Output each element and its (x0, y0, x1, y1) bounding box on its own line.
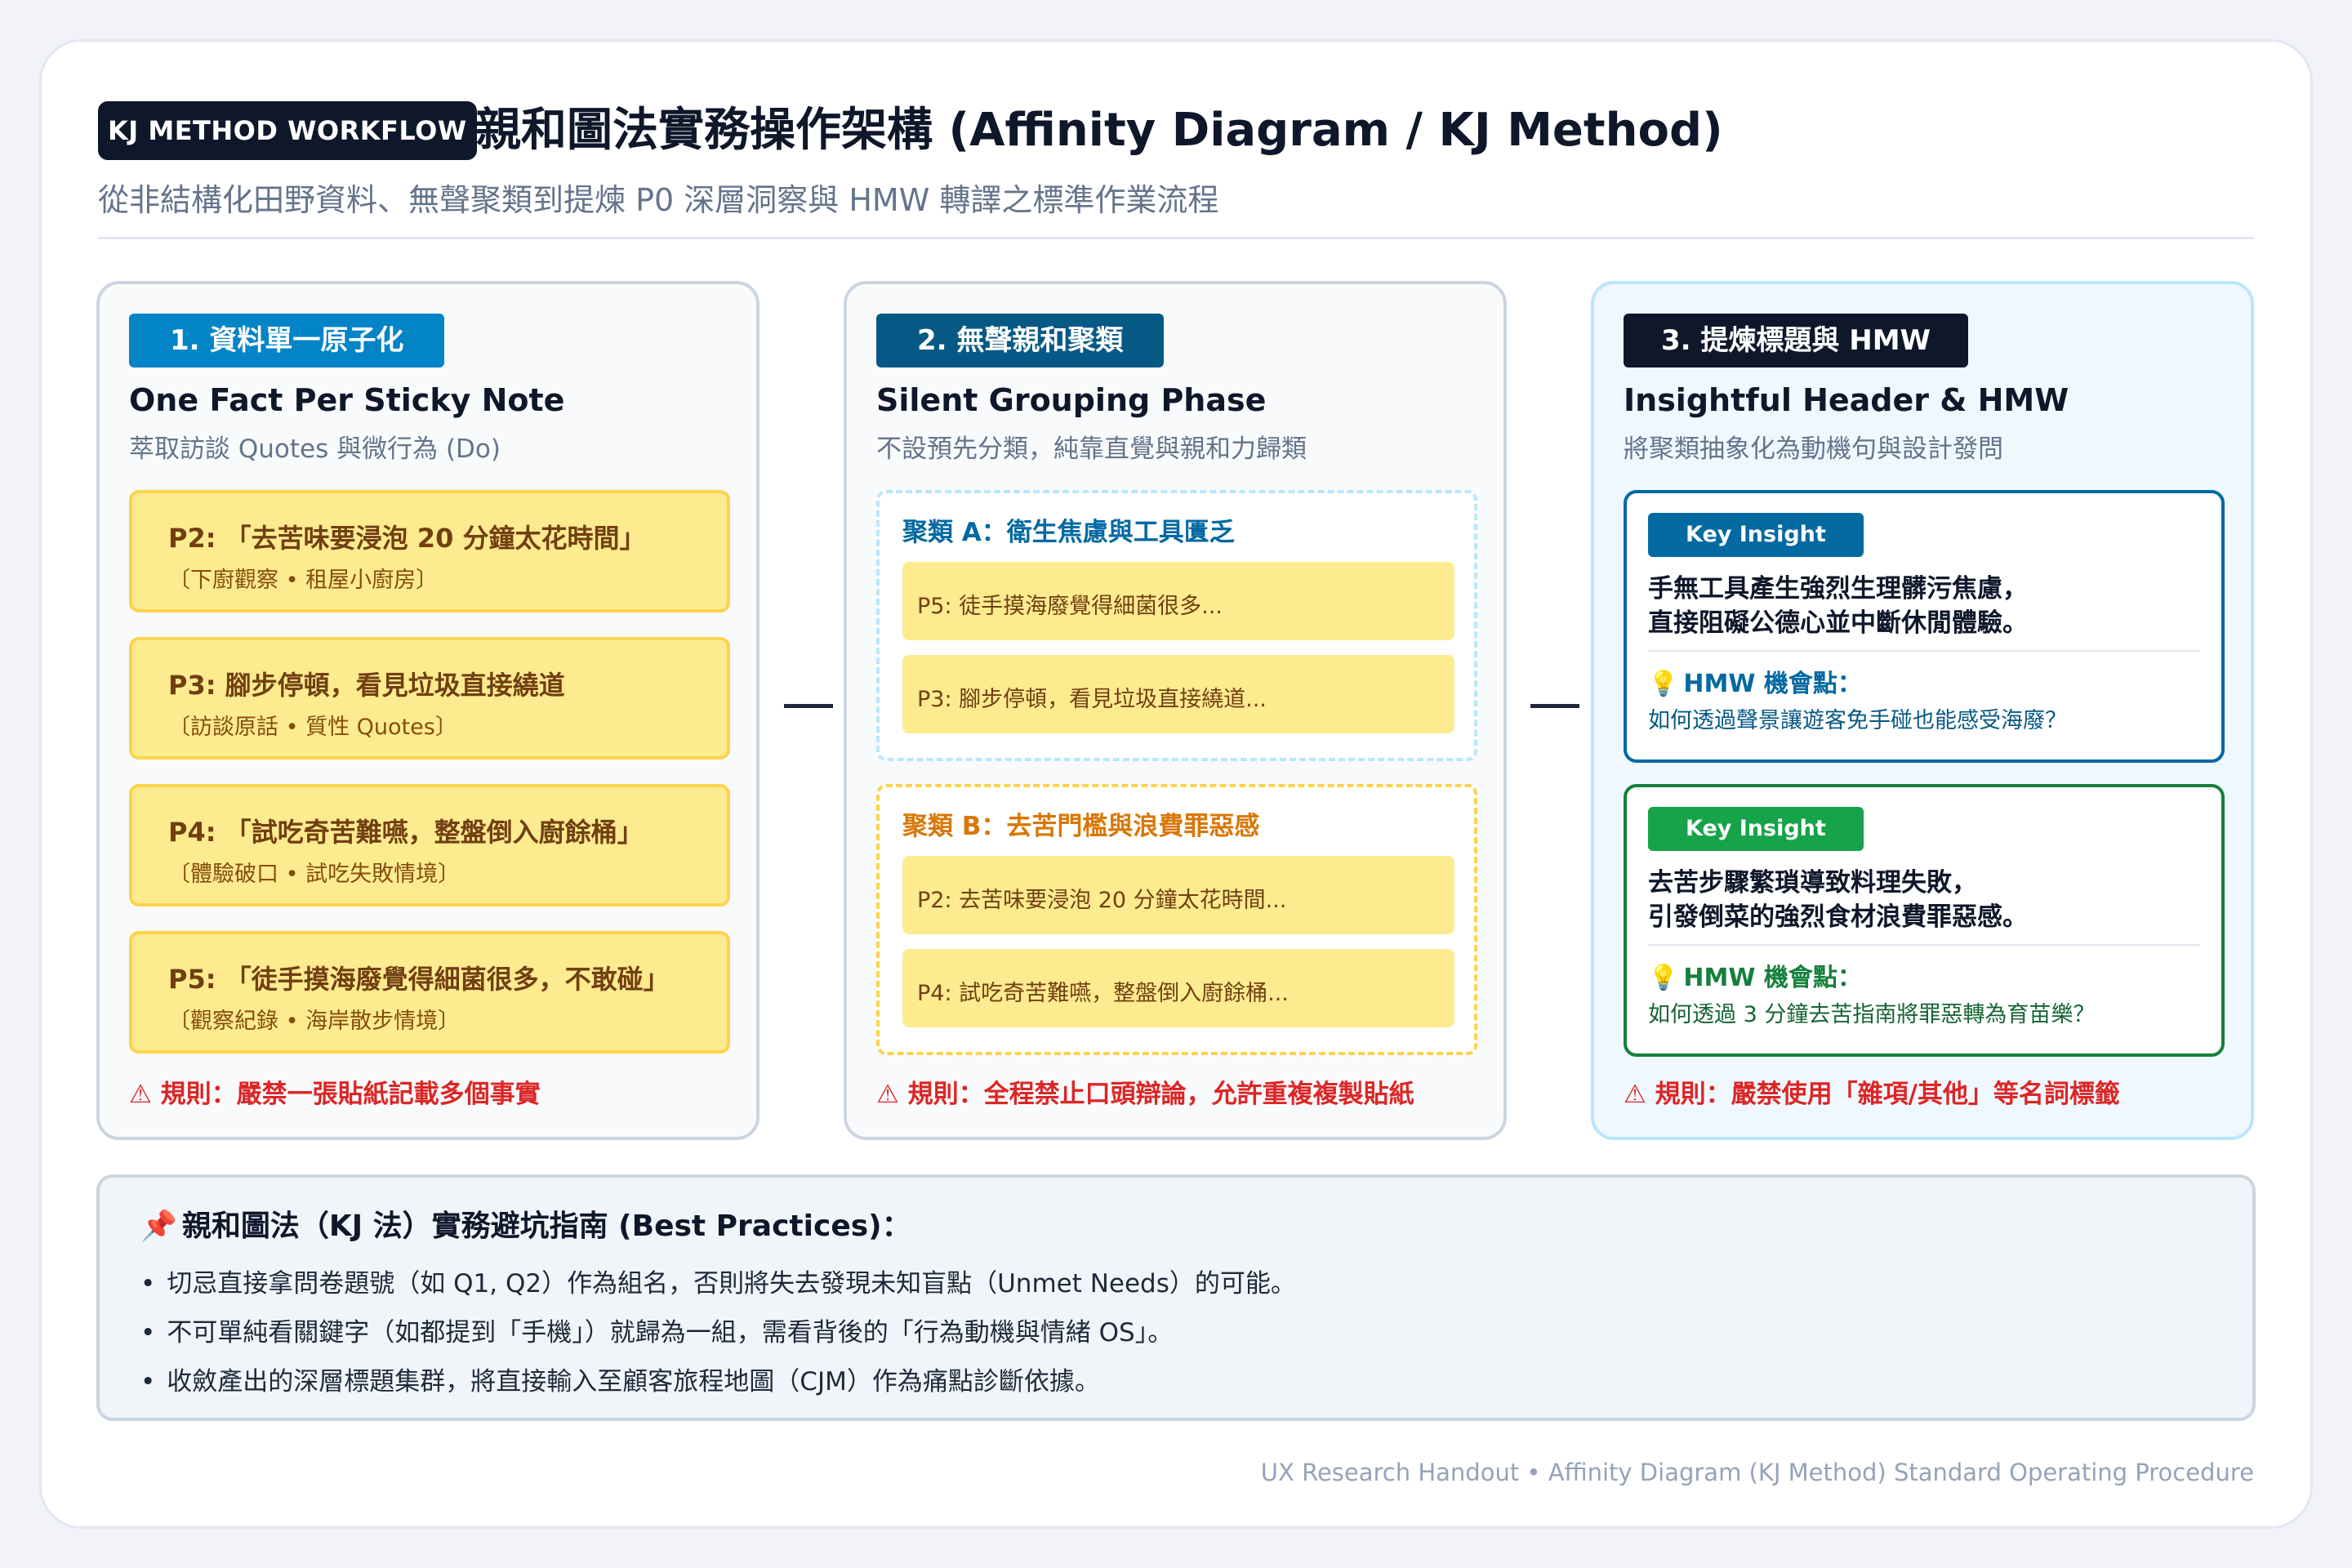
method-badge: KJ METHOD WORKFLOW (98, 101, 477, 160)
step-1-label: 1. 資料單一原子化 (129, 314, 445, 368)
list-item: 切忌直接拿問卷題號（如 Q1, Q2）作為組名，否則將失去發現未知盲點（Unme… (140, 1267, 1296, 1316)
hmw-label-text: HMW 機會點： (1683, 964, 1862, 992)
warning-icon: ⚠ (1624, 1080, 1646, 1109)
header-divider (98, 237, 2254, 239)
step-3-title: Insightful Header & HMW (1624, 382, 2069, 418)
list-item: 收斂產出的深層標題集群，將直接輸入至顧客旅程地圖（CJM）作為痛點診斷依據。 (140, 1365, 1296, 1414)
cluster-a: 聚類 A：衛生焦慮與工具匱乏 P5: 徒手摸海廢覺得細菌很多... P3: 腳步… (876, 490, 1477, 761)
warning-icon: ⚠ (129, 1080, 152, 1109)
sticky-note-source: 〔體驗破口 • 試吃失敗情境〕 (168, 862, 461, 887)
step-1-panel: 1. 資料單一原子化 One Fact Per Sticky Note 萃取訪談… (96, 281, 760, 1140)
cluster-note-text: P2: 去苦味要浸泡 20 分鐘太花時間... (917, 888, 1287, 913)
warning-icon: ⚠ (876, 1080, 899, 1109)
hmw-label-text: HMW 機會點： (1683, 670, 1862, 698)
divider (1648, 650, 2200, 652)
cluster-b: 聚類 B：去苦門檻與浪費罪惡感 P2: 去苦味要浸泡 20 分鐘太花時間... … (876, 784, 1477, 1055)
flow-connector (784, 704, 833, 708)
insight-line: 直接阻礙公德心並中斷休閒體驗。 (1648, 608, 2028, 638)
pushpin-icon: 📌 (140, 1209, 177, 1243)
step-2-label: 2. 無聲親和聚類 (876, 314, 1165, 368)
insight-card: Key Insight 去苦步驟繁瑣導致料理失敗， 引發倒菜的強烈食材浪費罪惡感… (1624, 784, 2225, 1057)
hmw-question: 如何透過聲景讓遊客免手碰也能感受海廢？ (1648, 708, 2067, 733)
sticky-note: P2: 「去苦味要浸泡 20 分鐘太花時間」 〔下廚觀察 • 租屋小廚房〕 (129, 490, 730, 612)
sticky-note-text: P3: 腳步停頓，看見垃圾直接繞道 (168, 670, 565, 701)
insight-card: Key Insight 手無工具產生強烈生理髒污焦慮， 直接阻礙公德心並中斷休閒… (1624, 490, 2225, 763)
insight-line: 手無工具產生強烈生理髒污焦慮， (1648, 574, 2028, 604)
key-insight-badge: Key Insight (1648, 513, 1864, 557)
sticky-note-source: 〔訪談原話 • 質性 Quotes〕 (168, 715, 457, 740)
step-1-rule: ⚠ 規則：嚴禁一張貼紙記載多個事實 (129, 1073, 541, 1110)
sticky-note-source: 〔下廚觀察 • 租屋小廚房〕 (168, 568, 439, 593)
cluster-a-title: 聚類 A：衛生焦慮與工具匱乏 (902, 518, 1235, 547)
sticky-note: P3: 腳步停頓，看見垃圾直接繞道 〔訪談原話 • 質性 Quotes〕 (129, 637, 730, 760)
cluster-note: P4: 試吃奇苦難嚥，整盤倒入廚餘桶... (902, 949, 1454, 1027)
sticky-note-text: P4: 「試吃奇苦難嚥，整盤倒入廚餘桶」 (168, 817, 644, 848)
rule-text: 規則：嚴禁使用「雜項/其他」等名詞標籤 (1655, 1080, 2120, 1109)
cluster-note-text: P5: 徒手摸海廢覺得細菌很多... (917, 594, 1223, 619)
step-2-title: Silent Grouping Phase (876, 382, 1267, 418)
sticky-note: P5: 「徒手摸海廢覺得細菌很多，不敢碰」 〔觀察紀錄 • 海岸散步情境〕 (129, 931, 730, 1054)
insight-text: 手無工具產生強烈生理髒污焦慮， 直接阻礙公德心並中斷休閒體驗。 (1648, 572, 2028, 640)
rule-text: 規則：嚴禁一張貼紙記載多個事實 (160, 1080, 541, 1109)
insight-text: 去苦步驟繁瑣導致料理失敗， 引發倒菜的強烈食材浪費罪惡感。 (1648, 866, 2028, 934)
sticky-note-text: P2: 「去苦味要浸泡 20 分鐘太花時間」 (168, 523, 646, 554)
divider (1648, 944, 2200, 946)
cluster-note: P5: 徒手摸海廢覺得細菌很多... (902, 562, 1454, 640)
page-subtitle: 從非結構化田野資料、無聲聚類到提煉 P0 深層洞察與 HMW 轉譯之標準作業流程 (98, 182, 1219, 218)
sticky-note: P4: 「試吃奇苦難嚥，整盤倒入廚餘桶」 〔體驗破口 • 試吃失敗情境〕 (129, 784, 730, 906)
cluster-note-text: P3: 腳步停頓，看見垃圾直接繞道... (917, 687, 1267, 712)
best-practices-title-text: 親和圖法（KJ 法）實務避坑指南 (Best Practices)： (181, 1209, 911, 1243)
insight-line: 引發倒菜的強烈食材浪費罪惡感。 (1648, 902, 2028, 932)
step-2-rule: ⚠ 規則：全程禁止口頭辯論，允許重複複製貼紙 (876, 1073, 1414, 1110)
insight-line: 去苦步驟繁瑣導致料理失敗， (1648, 868, 1977, 898)
step-3-rule: ⚠ 規則：嚴禁使用「雜項/其他」等名詞標籤 (1624, 1073, 2120, 1110)
cluster-note: P3: 腳步停頓，看見垃圾直接繞道... (902, 655, 1454, 733)
hmw-label: 💡HMW 機會點： (1648, 663, 1862, 699)
step-1-title: One Fact Per Sticky Note (129, 382, 565, 418)
step-2-panel: 2. 無聲親和聚類 Silent Grouping Phase 不設預先分類，純… (844, 281, 1507, 1140)
list-item: 不可單純看關鍵字（如都提到「手機」）就歸為一組，需看背後的「行為動機與情緒 OS… (140, 1316, 1296, 1365)
flow-connector (1530, 704, 1579, 708)
rule-text: 規則：全程禁止口頭辯論，允許重複複製貼紙 (907, 1080, 1414, 1109)
page-title: 親和圖法實務操作架構 (Affinity Diagram / KJ Method… (475, 104, 1723, 157)
cluster-note: P2: 去苦味要浸泡 20 分鐘太花時間... (902, 856, 1454, 934)
step-1-subtitle: 萃取訪談 Quotes 與微行為 (Do) (129, 434, 501, 464)
step-3-label: 3. 提煉標題與 HMW (1624, 314, 1969, 368)
lightbulb-icon: 💡 (1648, 964, 1679, 992)
step-3-subtitle: 將聚類抽象化為動機句與設計發問 (1624, 434, 2003, 464)
key-insight-badge: Key Insight (1648, 807, 1864, 851)
step-2-subtitle: 不設預先分類，純靠直覺與親和力歸類 (876, 434, 1307, 464)
step-3-panel: 3. 提煉標題與 HMW Insightful Header & HMW 將聚類… (1591, 281, 2254, 1140)
sticky-note-text: P5: 「徒手摸海廢覺得細菌很多，不敢碰」 (168, 964, 670, 995)
best-practices-title: 📌親和圖法（KJ 法）實務避坑指南 (Best Practices)： (140, 1202, 911, 1245)
cluster-b-title: 聚類 B：去苦門檻與浪費罪惡感 (902, 812, 1260, 841)
lightbulb-icon: 💡 (1648, 670, 1679, 698)
best-practices-list: 切忌直接拿問卷題號（如 Q1, Q2）作為組名，否則將失去發現未知盲點（Unme… (140, 1267, 1296, 1414)
cluster-note-text: P4: 試吃奇苦難嚥，整盤倒入廚餘桶... (917, 981, 1289, 1006)
footer-credit: UX Research Handout • Affinity Diagram (… (1260, 1459, 2254, 1486)
best-practices-panel: 📌親和圖法（KJ 法）實務避坑指南 (Best Practices)： 切忌直接… (96, 1174, 2256, 1421)
hmw-question: 如何透過 3 分鐘去苦指南將罪惡轉為育苗樂？ (1648, 1002, 2096, 1027)
sticky-note-source: 〔觀察紀錄 • 海岸散步情境〕 (168, 1009, 461, 1034)
hmw-label: 💡HMW 機會點： (1648, 957, 1862, 993)
